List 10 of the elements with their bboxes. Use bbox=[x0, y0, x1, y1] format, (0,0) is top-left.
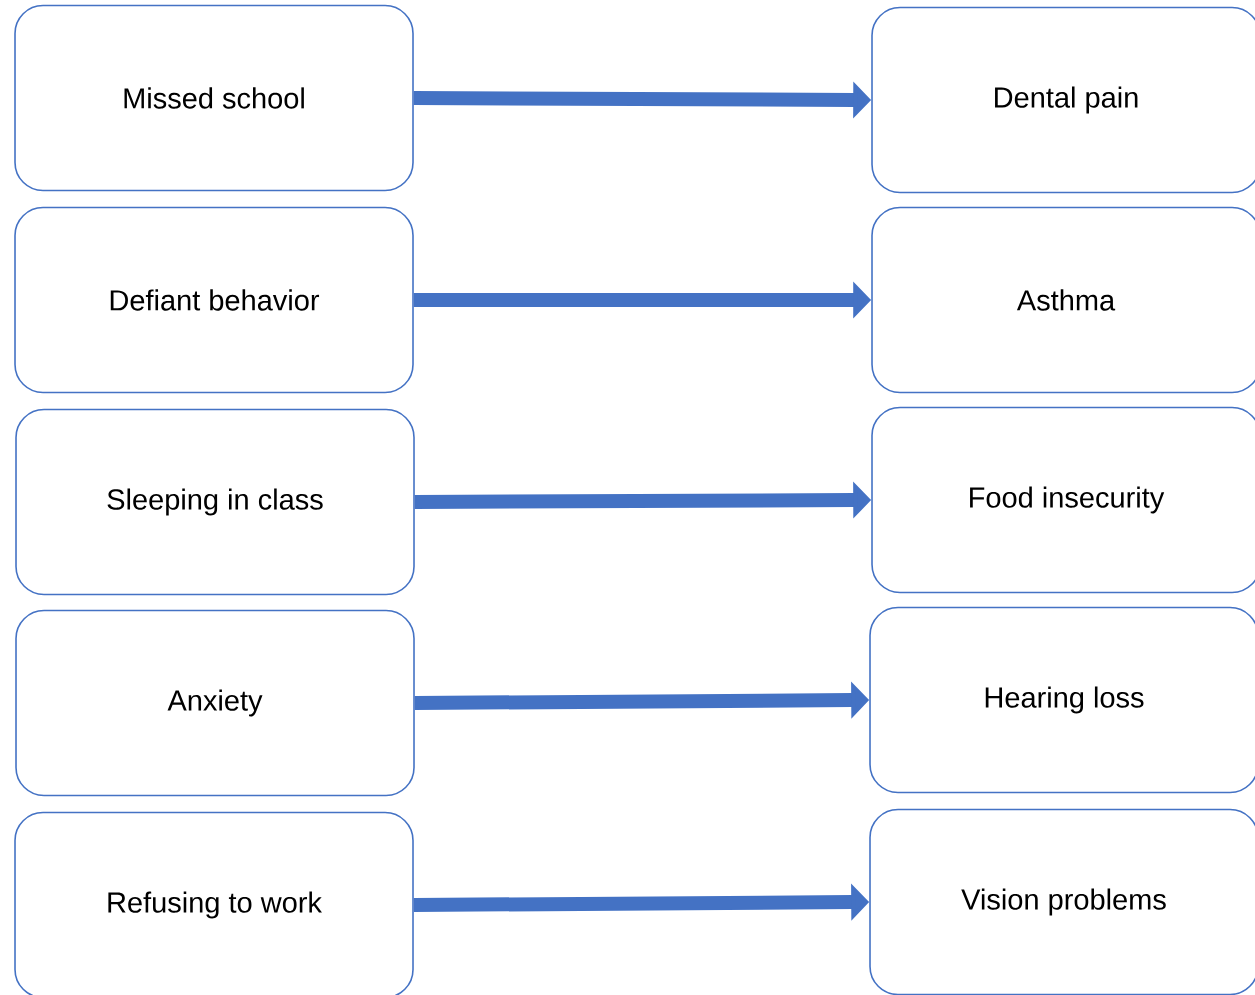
text-box: Vision problems bbox=[869, 808, 1255, 995]
text-box: Missed school bbox=[14, 4, 414, 192]
text-box: Food insecurity bbox=[871, 406, 1255, 594]
text-box: Hearing loss bbox=[869, 606, 1255, 794]
text-box: Anxiety bbox=[15, 609, 415, 797]
text-box: Sleeping in class bbox=[15, 408, 415, 596]
text-box: Asthma bbox=[871, 206, 1255, 394]
text-box: Dental pain bbox=[871, 6, 1255, 194]
text-box: Defiant behavior bbox=[14, 206, 414, 394]
text-box: Refusing to work bbox=[14, 811, 414, 995]
